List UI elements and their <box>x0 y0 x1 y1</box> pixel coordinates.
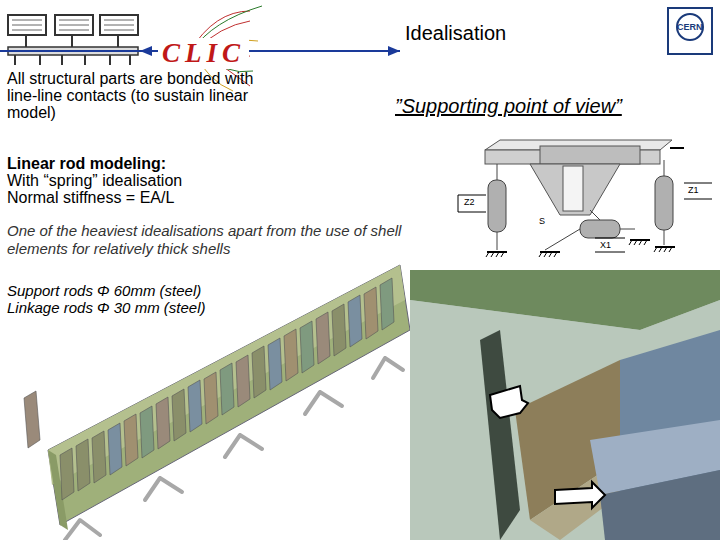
logo-text: CLIC <box>158 38 249 69</box>
note-text: One of the heaviest idealisations apart … <box>7 222 402 258</box>
support-schematic <box>458 140 712 257</box>
part-label: S <box>539 216 545 226</box>
note-text: Linkage rods Φ 30 mm (steel) <box>7 299 205 316</box>
heading-text: Linear rod modeling: <box>7 155 166 173</box>
note-text: All structural parts are bonded with lin… <box>7 70 269 121</box>
heading-text: ”Supporting point of view” <box>395 95 622 118</box>
part-label: X1 <box>600 240 611 250</box>
closeup-rendering <box>410 270 720 540</box>
cern-logo-graphic <box>668 8 712 54</box>
slide-title: Idealisation <box>405 22 506 45</box>
note-text: With “spring” idealisation Normal stiffn… <box>7 172 222 206</box>
logo-text: CERN <box>677 22 703 32</box>
note-text: Support rods Φ 60mm (steel) <box>7 282 201 299</box>
part-label: Z2 <box>464 197 475 207</box>
part-label: Z1 <box>688 185 699 195</box>
